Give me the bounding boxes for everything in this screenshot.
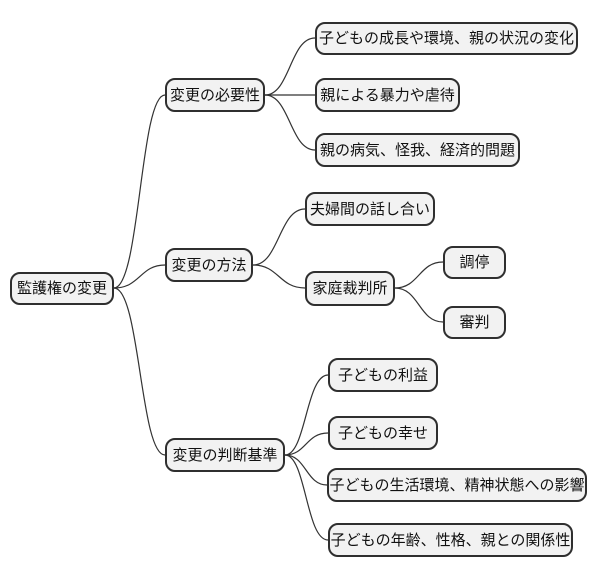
edge-court-mediation [394,261,444,289]
mindmap-node-violence-abuse: 親による暴力や虐待 [315,78,460,112]
mindmap-node-spousal-discussion: 夫婦間の話し合い [305,192,435,226]
mindmap-node-family-court: 家庭裁判所 [305,271,395,306]
edge-criteria-interest [284,374,329,456]
mindmap-node-child-interest: 子どもの利益 [328,358,438,392]
mindmap-node-child-happiness: 子どもの幸せ [328,416,438,450]
mindmap-node-method: 変更の方法 [165,248,253,282]
edge-necessity-illness [264,94,316,151]
mindmap-node-criteria: 変更の判断基準 [165,438,285,472]
edge-criteria-happiness [284,432,329,456]
mindmap-node-growth-environment: 子どもの成長や環境、親の状況の変化 [315,22,578,55]
edge-court-adjudication [394,287,444,323]
edge-root-necessity [113,94,166,289]
mindmap-node-adjudication: 審判 [443,306,506,339]
edge-root-criteria [113,287,166,456]
edge-method-court [252,264,306,289]
mindmap-node-age-personality: 子どもの年齢、性格、親との関係性 [328,523,573,557]
edge-method-discussion [252,208,306,266]
edge-criteria-relationship [284,454,329,541]
mindmap-node-illness-economic: 親の病気、怪我、経済的問題 [315,133,520,167]
mindmap-node-mediation: 調停 [443,246,506,279]
edge-necessity-growth [264,37,316,96]
mindmap-node-root: 監護権の変更 [10,272,114,305]
edge-root-method [113,264,166,289]
edge-criteria-environment [284,454,328,486]
mindmap-node-necessity: 変更の必要性 [165,78,265,112]
mindmap-node-living-environment: 子どもの生活環境、精神状態への影響 [327,468,587,502]
